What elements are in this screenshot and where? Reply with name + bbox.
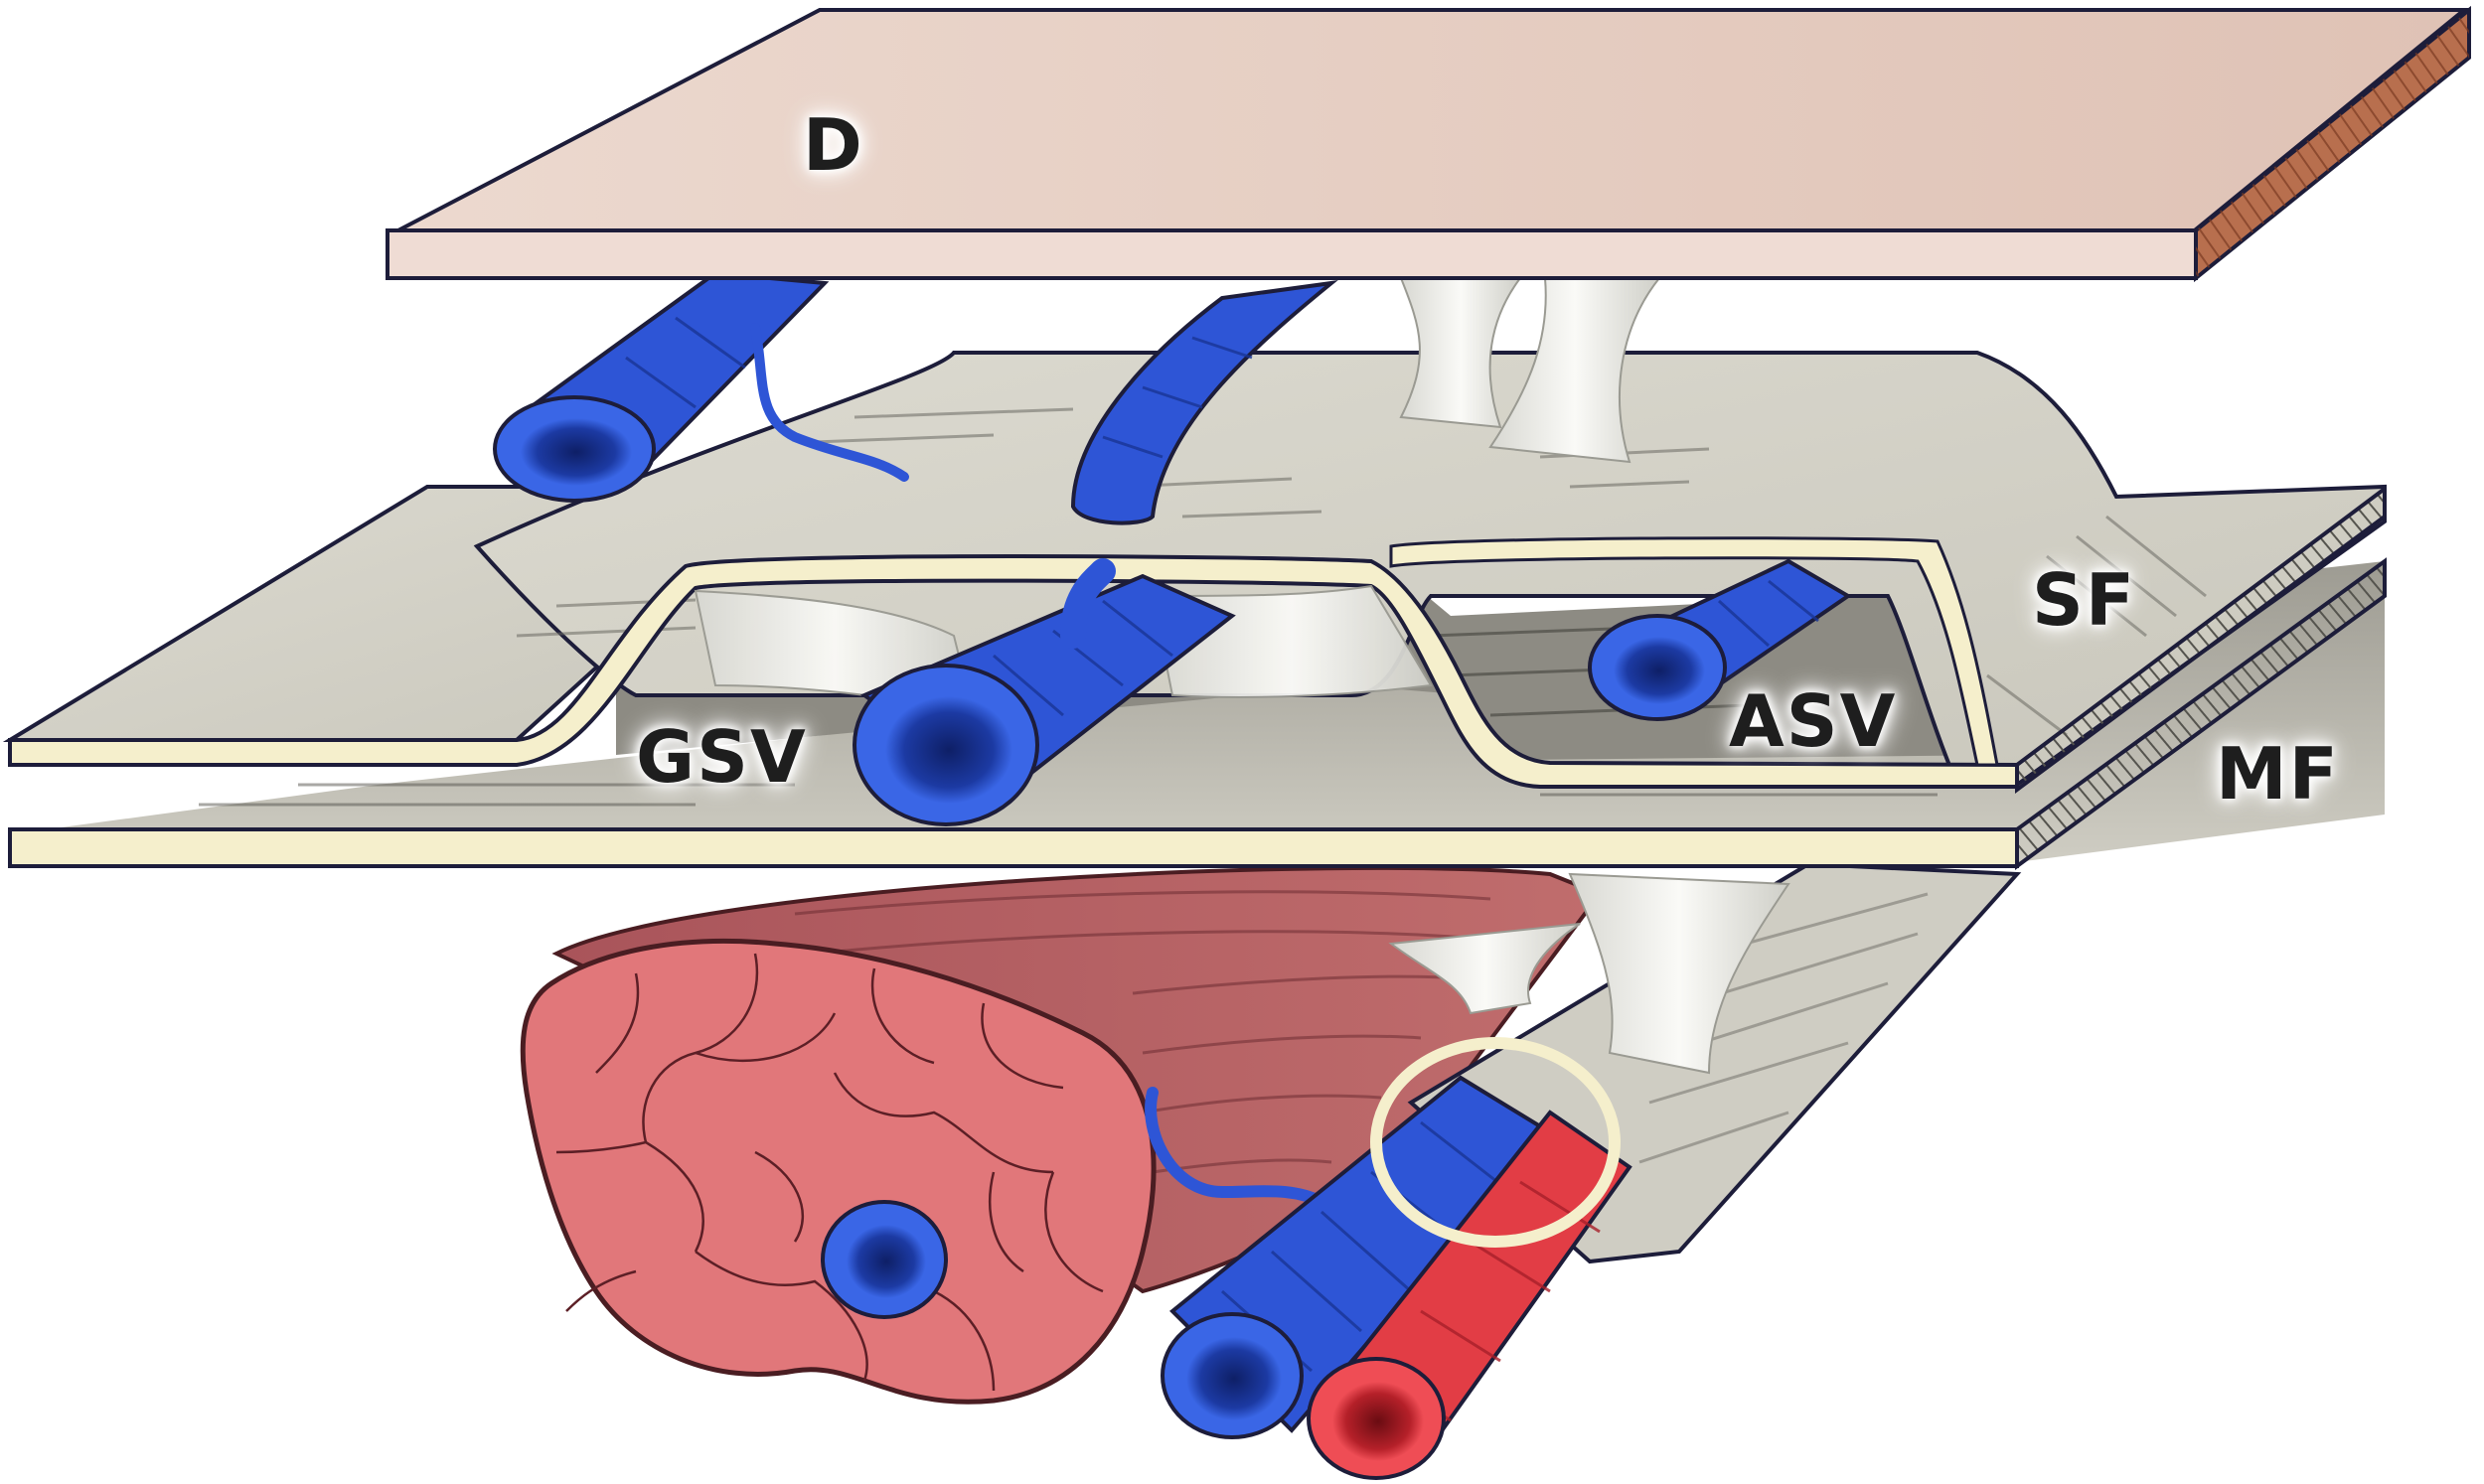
great-saphenous-vein [853, 558, 1236, 826]
subcutaneous-veins [493, 270, 1338, 525]
label-great-saphenous-vein: GSV [636, 715, 808, 799]
muscle-perforator [1145, 1087, 1327, 1208]
label-muscular-fascia: MF [2216, 732, 2340, 816]
label-superficial-fascia: SF [2032, 558, 2137, 642]
accessory-saphenous-vein [1588, 558, 1852, 721]
sheath-ligament-2 [1568, 872, 1790, 1075]
skin-ligaments [1399, 277, 1662, 464]
label-dermis: D [803, 103, 864, 187]
deep-vessels [1161, 861, 2022, 1480]
sheath-ligament-1 [1388, 923, 1581, 1015]
dermis-front-face [386, 228, 2198, 280]
dermis [386, 5, 2471, 283]
label-accessory-saphenous-vein: ASV [1729, 679, 1898, 763]
